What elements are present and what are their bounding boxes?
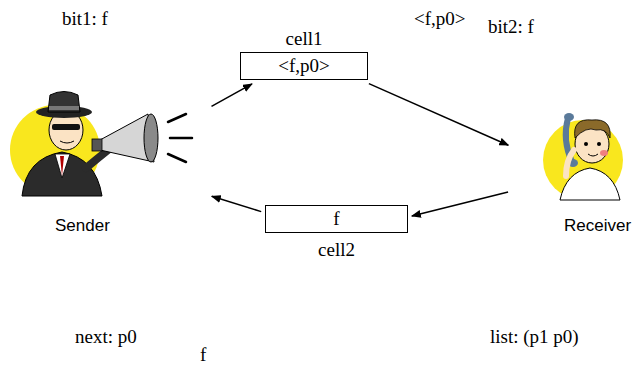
flow-arrow bbox=[369, 84, 508, 146]
memory-cell: f cell2 bbox=[265, 205, 408, 265]
cell-name: cell2 bbox=[265, 239, 408, 261]
sender-agent: Sender bbox=[8, 88, 208, 240]
cell-content: f bbox=[333, 208, 339, 230]
cell-outline: f bbox=[265, 205, 408, 233]
sender-figure bbox=[10, 92, 192, 197]
receiver-figure bbox=[543, 113, 623, 200]
agent-name: Receiver bbox=[564, 216, 631, 236]
memory-cell: cell1 <f,p0> bbox=[240, 28, 368, 82]
bit-variable: bit2: f bbox=[488, 16, 534, 38]
cell-content: <f,p0> bbox=[278, 55, 330, 77]
cell-outline: <f,p0> bbox=[240, 52, 368, 80]
message-value: <f,p0> bbox=[414, 8, 466, 30]
bit-variable: bit1: f bbox=[62, 8, 108, 30]
cell-name: cell1 bbox=[240, 28, 368, 50]
flow-arrow bbox=[412, 192, 508, 216]
flow-arrow bbox=[212, 196, 261, 211]
agent-name: Sender bbox=[55, 216, 110, 236]
value-note: f bbox=[200, 344, 206, 366]
flow-arrow bbox=[212, 84, 253, 107]
next-variable: next: p0 bbox=[75, 326, 137, 348]
list-variable: list: (p1 p0) bbox=[490, 326, 579, 348]
receiver-agent: Receiver bbox=[512, 110, 640, 240]
